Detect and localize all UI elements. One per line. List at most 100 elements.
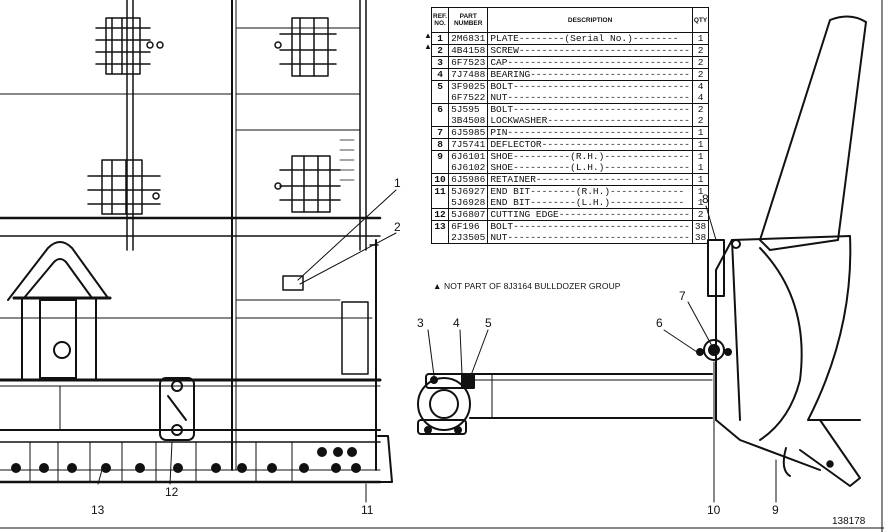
callout-4: 4 [453,316,460,330]
ref-no-cell: 8 [430,138,450,151]
ref-no-cell: 2 [430,44,450,57]
description-cell: BEARING---------------------------- [487,68,693,81]
qty-cell: 2 [691,115,710,127]
callout-13: 13 [91,503,105,517]
callout-labels: 1 2 3 4 5 6 7 8 9 10 11 12 13 138178 [91,176,866,527]
header-ref-no: REF. NO. [430,7,450,33]
ref-no-cell: 7 [430,126,450,139]
ref-no-cell: 5 [430,80,450,92]
qty-cell: 1 [691,32,710,45]
ref-no-cell: 1 [430,32,450,45]
header-qty: QTY [691,7,710,33]
qty-cell: 1 [691,197,710,209]
qty-cell: 1 [691,162,710,174]
description-cell: SHOE----------(L.H.)--------------- [487,162,693,174]
description-cell: BOLT------------------------------- [487,80,693,92]
description-cell: NUT-------------------------------- [487,92,693,104]
part-number-cell: 4B4158 [448,44,489,57]
ref-no-cell: 3 [430,56,450,69]
part-number-cell: 5J6807 [448,208,489,221]
blade-rear-view [0,0,393,484]
qty-cell: 2 [691,44,710,57]
callout-10: 10 [707,503,721,517]
callout-7: 7 [679,289,686,303]
ref-no-cell: 13 [430,220,450,232]
qty-cell: 38 [691,232,710,244]
description-cell: NUT-------------------------------- [487,232,693,244]
header-description: DESCRIPTION [487,7,693,33]
callout-9: 9 [772,503,779,517]
callout-5: 5 [485,316,492,330]
table-header-row: REF. NO. PART NUMBER DESCRIPTION QTY [430,7,710,33]
bearing-assembly [417,373,475,435]
end-bit-left-view [377,435,393,483]
description-cell: SHOE----------(R.H.)--------------- [487,150,693,162]
part-number-cell: 7J5741 [448,138,489,151]
ref-no-cell: 4 [430,68,450,81]
description-cell: END BIT--------(L.H.)------------- [487,197,693,209]
part-number-cell: 5J6927 [448,185,489,197]
part-number-cell: 6F196 [448,220,489,232]
callout-2: 2 [394,220,401,234]
bracket-upper-left [95,17,164,75]
footnote: ▲ NOT PART OF 8J3164 BULLDOZER GROUP [433,281,621,291]
pin-retainer [696,339,732,361]
moldboard [715,15,867,487]
ref-no-cell [430,232,450,244]
description-cell: END BIT--------(R.H.)------------- [487,185,693,197]
push-arm [469,373,713,419]
description-cell: BOLT------------------------------- [487,103,693,115]
qty-cell: 1 [691,173,710,186]
ref-no-cell [430,115,450,127]
part-number-cell: 6J5985 [448,126,489,139]
bracket-mid-right [274,155,341,213]
description-cell: PIN-------------------------------- [487,126,693,139]
blade-side-view [417,15,867,487]
part-number-cell: 5J595 [448,103,489,115]
callout-1: 1 [394,176,401,190]
qty-cell: 2 [691,56,710,69]
qty-cell: 1 [691,185,710,197]
callout-3: 3 [417,316,424,330]
qty-cell: 4 [691,80,710,92]
header-part-number: PART NUMBER [448,7,489,33]
ref-no-cell: 12 [430,208,450,221]
ref-no-cell [430,197,450,209]
description-cell: BOLT------------------------------- [487,220,693,232]
cutting-edge-bolts [11,447,361,473]
ref-no-cell: 6 [430,103,450,115]
qty-cell: 38 [691,220,710,232]
description-cell: PLATE--------(Serial No.)-------- [487,32,693,45]
serial-number-plate [282,275,304,291]
part-number-cell: 6F7523 [448,56,489,69]
callout-12: 12 [165,485,179,499]
description-cell: SCREW------------------------------ [487,44,693,57]
part-number-cell: 5J6928 [448,197,489,209]
ref-no-cell [430,162,450,174]
qty-cell: 2 [691,208,710,221]
qty-cell: 2 [691,103,710,115]
part-number-cell: 7J7488 [448,68,489,81]
callout-6: 6 [656,316,663,330]
description-cell: RETAINER--------------------------- [487,173,693,186]
part-number-cell: 6J6102 [448,162,489,174]
part-number-cell: 2M6831 [448,32,489,45]
description-cell: CAP-------------------------------- [487,56,693,69]
ref-no-cell [430,92,450,104]
qty-cell: 1 [691,126,710,139]
